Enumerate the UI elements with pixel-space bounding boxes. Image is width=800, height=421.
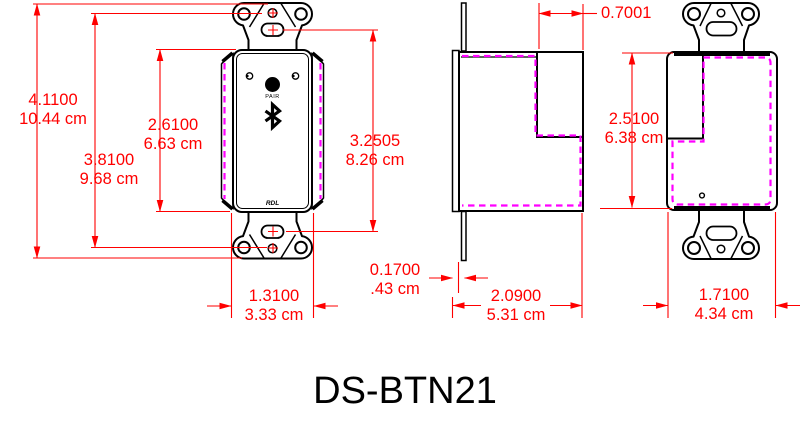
rear-mounting-bracket-top [682, 2, 760, 54]
gasket-bumper-left [220, 52, 234, 210]
pair-button [265, 77, 280, 92]
side-connector-notch [536, 52, 583, 138]
led-mark-right [292, 74, 295, 78]
dimension-lines [33, 3, 800, 318]
dim-label-notch-depth: 0.7001 [601, 4, 652, 22]
registration-cross-marks [268, 8, 278, 253]
mounting-ear-hole-left [687, 7, 701, 21]
bumper-chamfer-left [221, 51, 234, 211]
led-indicator-right [291, 72, 300, 80]
led-indicator-left [245, 72, 254, 80]
side-gasket-dashed [462, 54, 582, 207]
led-mark-left [246, 74, 249, 78]
side-view [451, 2, 584, 262]
drawing-title: DS-BTN21 [313, 370, 497, 412]
dim-label-face-height: 2.6100 6.63 cm [143, 116, 203, 153]
face-plate-inner [236, 53, 309, 209]
dim-label-face-width: 1.3100 3.33 cm [244, 287, 304, 324]
brand-label: RDL [265, 199, 280, 207]
bracket-fold-lines [248, 3, 297, 28]
dim-label-enclosure-width: 1.7100 4.34 cm [694, 286, 754, 323]
rear-gasket-dashed [671, 56, 772, 206]
mounting-ear-hole-right [294, 7, 308, 21]
gasket-bumper-right [311, 52, 325, 210]
side-bracket-tab-bottom [460, 210, 467, 262]
pair-button-label: PAIR [265, 94, 280, 100]
dim-label-enclosure-height: 2.5100 6.38 cm [604, 110, 664, 147]
rear-enclosure-body [666, 51, 778, 211]
side-bracket-tab-top [460, 2, 467, 52]
dim-label-enclosure-depth: 2.0900 5.31 cm [486, 287, 546, 324]
front-view [220, 2, 325, 260]
dim-label-slot-spacing: 3.2505 8.26 cm [345, 132, 405, 169]
side-enclosure-box [458, 51, 584, 212]
face-plate-outer [232, 49, 313, 213]
rear-view [666, 2, 778, 260]
bumper-chamfer-right [311, 51, 324, 211]
rear-pilot-hole [698, 192, 706, 199]
dim-label-plate-thickness: 0.1700 .43 cm [369, 261, 421, 298]
bluetooth-icon [264, 100, 283, 132]
mounting-slot [705, 21, 738, 37]
bracket-fold-lines [699, 3, 744, 27]
dim-label-overall-height: 4.1100 10.44 cm [19, 91, 87, 128]
rear-mounting-bracket-bottom [682, 208, 760, 260]
mounting-ear-hole-right [741, 7, 755, 21]
screw-hole [716, 8, 726, 18]
dim-label-mounting-spacing: 3.8100 9.68 cm [79, 151, 139, 188]
